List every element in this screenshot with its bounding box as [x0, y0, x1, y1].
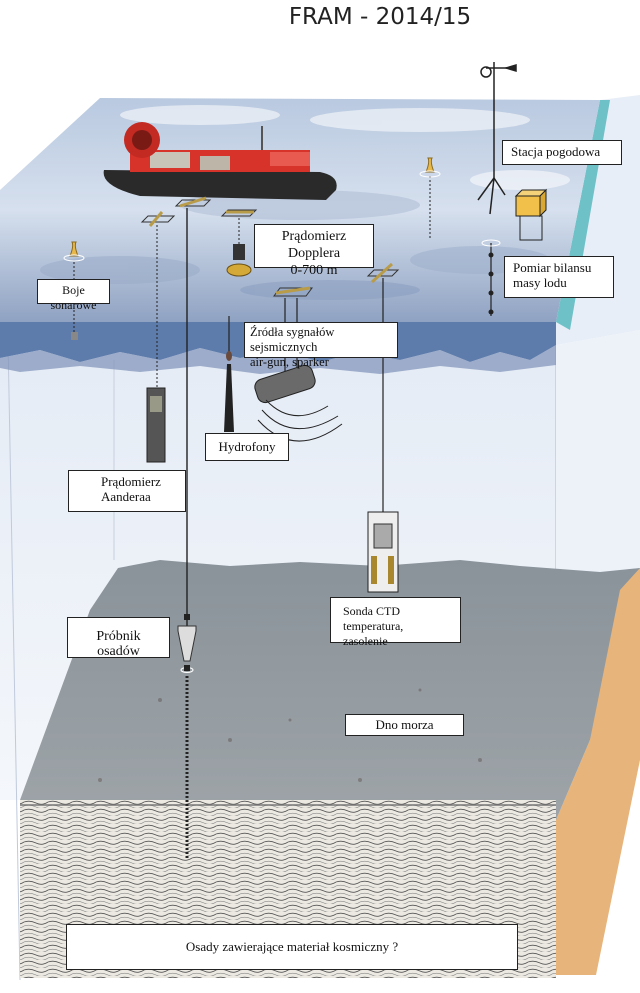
weather-station-icon — [477, 62, 517, 215]
diagram-title: FRAM - 2014/15 — [288, 4, 472, 30]
label-cosmic-sediments-text: Osady zawierające materiał kosmiczny ? — [185, 939, 399, 954]
label-sonar-buoys-text: Boje sonarowe — [50, 283, 97, 312]
label-seabed: Dno morza — [345, 714, 464, 736]
label-aanderaa-meter-line1: Prądomierz — [101, 474, 161, 489]
label-weather-station: Stacja pogodowa — [502, 140, 622, 165]
ice-underside — [0, 345, 556, 374]
label-seismic-sources: Źródła sygnałów sejsmicznych air-gun, sp… — [244, 322, 398, 369]
label-seismic-sources-line2: air-gun, sparker — [250, 355, 329, 369]
ctd-probe-icon — [367, 511, 399, 593]
hovercraft-icon — [103, 122, 337, 200]
label-cosmic-sediments: Osady zawierające materiał kosmiczny ? — [66, 924, 518, 970]
sonar-buoy-icon — [63, 157, 441, 340]
label-weather-station-text: Stacja pogodowa — [511, 144, 601, 159]
label-doppler-meter-line2: 0-700 m — [290, 263, 338, 278]
right-side-water — [556, 330, 640, 590]
aanderaa-meter-icon — [146, 387, 166, 463]
label-sediment-sampler-text: Próbnik osadów — [96, 629, 141, 659]
label-seabed-text: Dno morza — [375, 717, 434, 732]
seabed-spots — [98, 688, 482, 782]
label-ice-mass-balance-line1: Pomiar bilansu — [513, 260, 592, 275]
box-edge-left — [7, 339, 21, 981]
label-ctd-probe: Sonda CTD temperatura, zasolenie — [330, 597, 461, 648]
label-sediment-sampler: Próbnik osadów — [67, 617, 170, 659]
label-seismic-sources-line1: Źródła sygnałów sejsmicznych — [250, 325, 335, 354]
label-doppler-meter: Prądomierz Dopplera 0-700 m — [254, 224, 374, 278]
label-ice-mass-balance-line2: masy lodu — [513, 275, 567, 290]
ice-texture — [40, 105, 570, 300]
right-side-sand — [556, 568, 640, 975]
label-hydrophones-text: Hydrofony — [218, 439, 276, 454]
label-aanderaa-meter: Prądomierz Aanderaa — [68, 470, 186, 512]
label-ice-mass-balance: Pomiar bilansu masy lodu — [504, 256, 614, 298]
label-aanderaa-meter-line2: Aanderaa — [101, 489, 151, 504]
sediment-sampler-icon — [177, 614, 197, 673]
label-hydrophones: Hydrofony — [205, 433, 289, 461]
instrument-frames — [140, 196, 400, 297]
label-ctd-probe-line1: Sonda CTD — [343, 604, 400, 618]
label-ctd-probe-line2: temperatura, zasolenie — [343, 619, 404, 648]
label-doppler-meter-line1: Prądomierz Dopplera — [281, 229, 347, 261]
doppler-meter-icon — [226, 244, 252, 277]
ice-mass-balance-icon — [481, 188, 548, 316]
airgun-source-icon — [254, 364, 343, 442]
seabed-surface — [20, 560, 640, 820]
hydrophone-icon — [224, 351, 234, 432]
label-sonar-buoys: Boje sonarowe — [37, 279, 110, 312]
